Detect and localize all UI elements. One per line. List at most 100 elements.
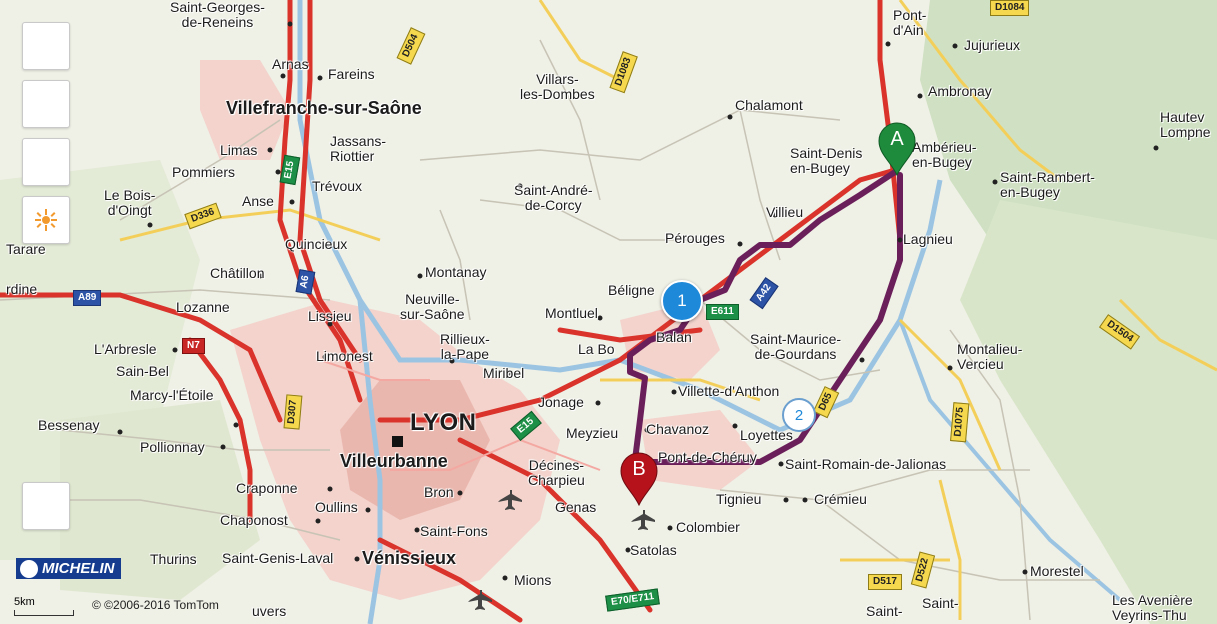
michelin-logo[interactable]: MICHELIN: [16, 558, 121, 579]
place-label: La Bo: [578, 341, 615, 357]
city-label-venissieux: Vénissieux: [362, 548, 457, 568]
place-label: Le Bois- d'Oingt: [104, 187, 156, 218]
place-label: Anse: [242, 193, 274, 209]
place-label: Châtillon: [210, 265, 265, 281]
place-label: Sain-Bel: [116, 363, 169, 379]
map-pin-icon: [878, 122, 916, 177]
end-marker-label: B: [632, 458, 646, 480]
place-label: Oullins: [315, 499, 358, 515]
place-label: Montalieu- Vercieu: [957, 341, 1023, 372]
place-label: Décines- Charpieu: [528, 457, 585, 488]
place-label: Morestel: [1030, 563, 1084, 579]
place-label: Pommiers: [172, 164, 236, 180]
place-label: uvers: [252, 603, 287, 619]
place-label: Limonest: [316, 348, 373, 364]
road-shield-e611: E611: [706, 304, 739, 320]
city-label-lyon: LYON: [410, 409, 477, 436]
waypoint-1-marker[interactable]: 1: [661, 280, 703, 322]
place-label: Saint-Denis en-Bugey: [790, 145, 863, 176]
start-marker-label: A: [890, 128, 904, 150]
brand-text: MICHELIN: [42, 560, 115, 577]
start-marker[interactable]: A: [877, 122, 917, 177]
place-label: Chavanoz: [646, 421, 710, 437]
place-label: Saint-Georges- de-Reneins: [170, 0, 265, 30]
place-label: Jujurieux: [964, 37, 1021, 53]
place-label: Satolas: [630, 542, 677, 558]
place-label: Meyzieu: [566, 425, 619, 441]
place-label: Pont- d'Ain: [893, 7, 927, 38]
place-label: Saint-Rambert- en-Bugey: [1000, 169, 1095, 200]
place-label: Quincieux: [285, 236, 348, 252]
place-label: Marcy-l'Étoile: [130, 387, 214, 403]
place-label: Saint-Genis-Laval: [222, 550, 334, 566]
place-label: Montluel: [545, 305, 598, 321]
city-label-villeurbanne: Villeurbanne: [340, 451, 448, 471]
place-label: rdine: [6, 281, 38, 297]
waypoint-2-marker[interactable]: 2: [782, 398, 816, 432]
zoom-in-button[interactable]: [22, 22, 70, 70]
place-label: Saint-: [866, 603, 903, 619]
place-label: Béligne: [608, 282, 655, 298]
place-label: Trévoux: [312, 178, 363, 194]
road-shield-a89: A89: [73, 290, 102, 306]
place-label: Saint-Fons: [420, 523, 488, 539]
place-label: Tarare: [6, 241, 46, 257]
layer-button[interactable]: [22, 138, 70, 186]
copyright-text: © ©2006-2016 TomTom: [92, 598, 219, 612]
place-label: Craponne: [236, 480, 298, 496]
place-label: Neuville- sur-Saône: [400, 291, 465, 322]
place-label: Saint-: [922, 595, 959, 611]
place-label: Bron: [424, 484, 454, 500]
road-shield-d517: D517: [868, 574, 902, 590]
place-label: Chalamont: [735, 97, 803, 113]
place-label: Saint-Romain-de-Jalionas: [785, 456, 947, 472]
place-label: Fareins: [328, 66, 375, 82]
scale-bar: [14, 610, 74, 616]
place-label: Mions: [514, 572, 552, 588]
road-shield-d307: D307: [283, 394, 303, 430]
place-label: Lozanne: [176, 299, 230, 315]
place-label: Villieu: [766, 204, 804, 220]
place-label: L'Arbresle: [94, 341, 157, 357]
place-label: Miribel: [483, 365, 525, 381]
place-label: Genas: [555, 499, 597, 515]
zoom-out-button[interactable]: [22, 80, 70, 128]
place-label: Jonage: [538, 394, 584, 410]
sun-weather-button[interactable]: [22, 196, 70, 244]
place-label: Balan: [656, 329, 692, 345]
place-label: Villette-d'Anthon: [678, 383, 780, 399]
place-label: Saint-Maurice- de-Gourdans: [750, 331, 842, 362]
bibendum-icon: [20, 560, 38, 578]
place-label: Hautev Lompne: [1160, 109, 1211, 140]
scale-label: 5km: [14, 596, 35, 608]
end-marker[interactable]: B: [619, 452, 659, 507]
place-label: Rillieux- la-Pape: [440, 331, 490, 362]
place-label: Chaponost: [220, 512, 288, 528]
place-label: Ambronay: [928, 83, 992, 99]
place-label: Colombier: [676, 519, 740, 535]
road-shield-d1084: D1084: [990, 0, 1030, 16]
place-label: Pollionnay: [140, 439, 205, 455]
place-label: Ambérieu- en-Bugey: [912, 139, 977, 170]
place-label: Saint-André- de-Corcy: [514, 182, 593, 213]
place-label: Bessenay: [38, 417, 100, 433]
place-label: Limas: [220, 142, 258, 158]
road-shield-d1075: D1075: [950, 401, 970, 443]
place-label: Loyettes: [740, 427, 793, 443]
place-label: Thurins: [150, 551, 197, 567]
place-label: Pérouges: [665, 230, 725, 246]
place-label: Lissieu: [308, 308, 352, 324]
place-label: Crémieu: [814, 491, 867, 507]
place-label: Lagnieu: [903, 231, 953, 247]
place-label: Pont-de-Chéruy: [658, 449, 757, 465]
place-label: Villars- les-Dombes: [520, 71, 595, 102]
map-pin-icon: [620, 452, 658, 507]
place-label: Villefranche-sur-Saône: [226, 98, 422, 118]
place-label: Arnas: [272, 56, 309, 72]
place-label: Tignieu: [716, 491, 762, 507]
place-label: Les Avenière Veyrins-Thu: [1112, 592, 1193, 623]
sun-icon: [35, 209, 57, 231]
fullscreen-button[interactable]: [22, 482, 70, 530]
